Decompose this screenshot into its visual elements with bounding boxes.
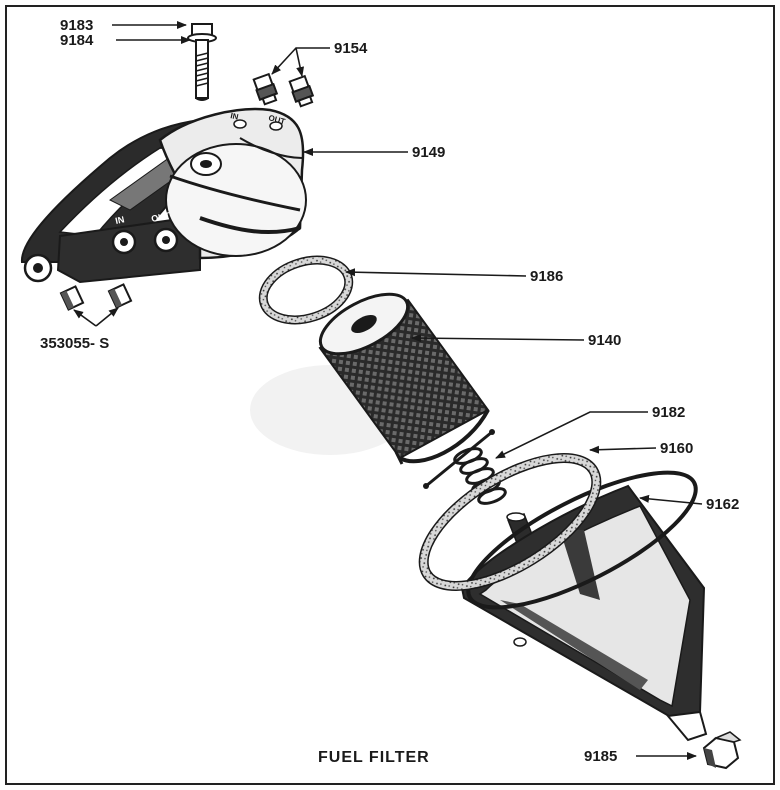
label-9185: 9185 (584, 748, 617, 765)
cover-in-top-mark: IN (230, 111, 240, 122)
bolt-part (187, 23, 217, 101)
filter-bowl (460, 470, 708, 742)
label-9183: 9183 (60, 17, 93, 34)
label-9186: 9186 (530, 268, 563, 285)
label-9184: 9184 (60, 32, 94, 49)
label-9149: 9149 (412, 144, 445, 161)
drain-plug (702, 731, 742, 770)
fittings-top (252, 72, 315, 108)
label-9140: 9140 (588, 332, 621, 349)
filter-cover: IN OUT IN OUT (20, 107, 307, 284)
small-plugs (59, 283, 133, 311)
cover-gasket (258, 255, 354, 325)
filter-element (318, 292, 495, 489)
cover-out-top-mark: OUT (267, 113, 286, 126)
bowl-gasket (418, 453, 602, 591)
leader-lines (73, 21, 703, 760)
cover-out-mark: OUT (150, 210, 171, 224)
diagram-caption: FUEL FILTER (318, 749, 430, 766)
label-353055-s: 353055- S (40, 335, 109, 352)
label-9160: 9160 (660, 440, 693, 457)
label-9182: 9182 (652, 404, 685, 421)
label-9162: 9162 (706, 496, 739, 513)
label-9154: 9154 (334, 40, 368, 57)
cover-in-mark: IN (114, 214, 125, 226)
